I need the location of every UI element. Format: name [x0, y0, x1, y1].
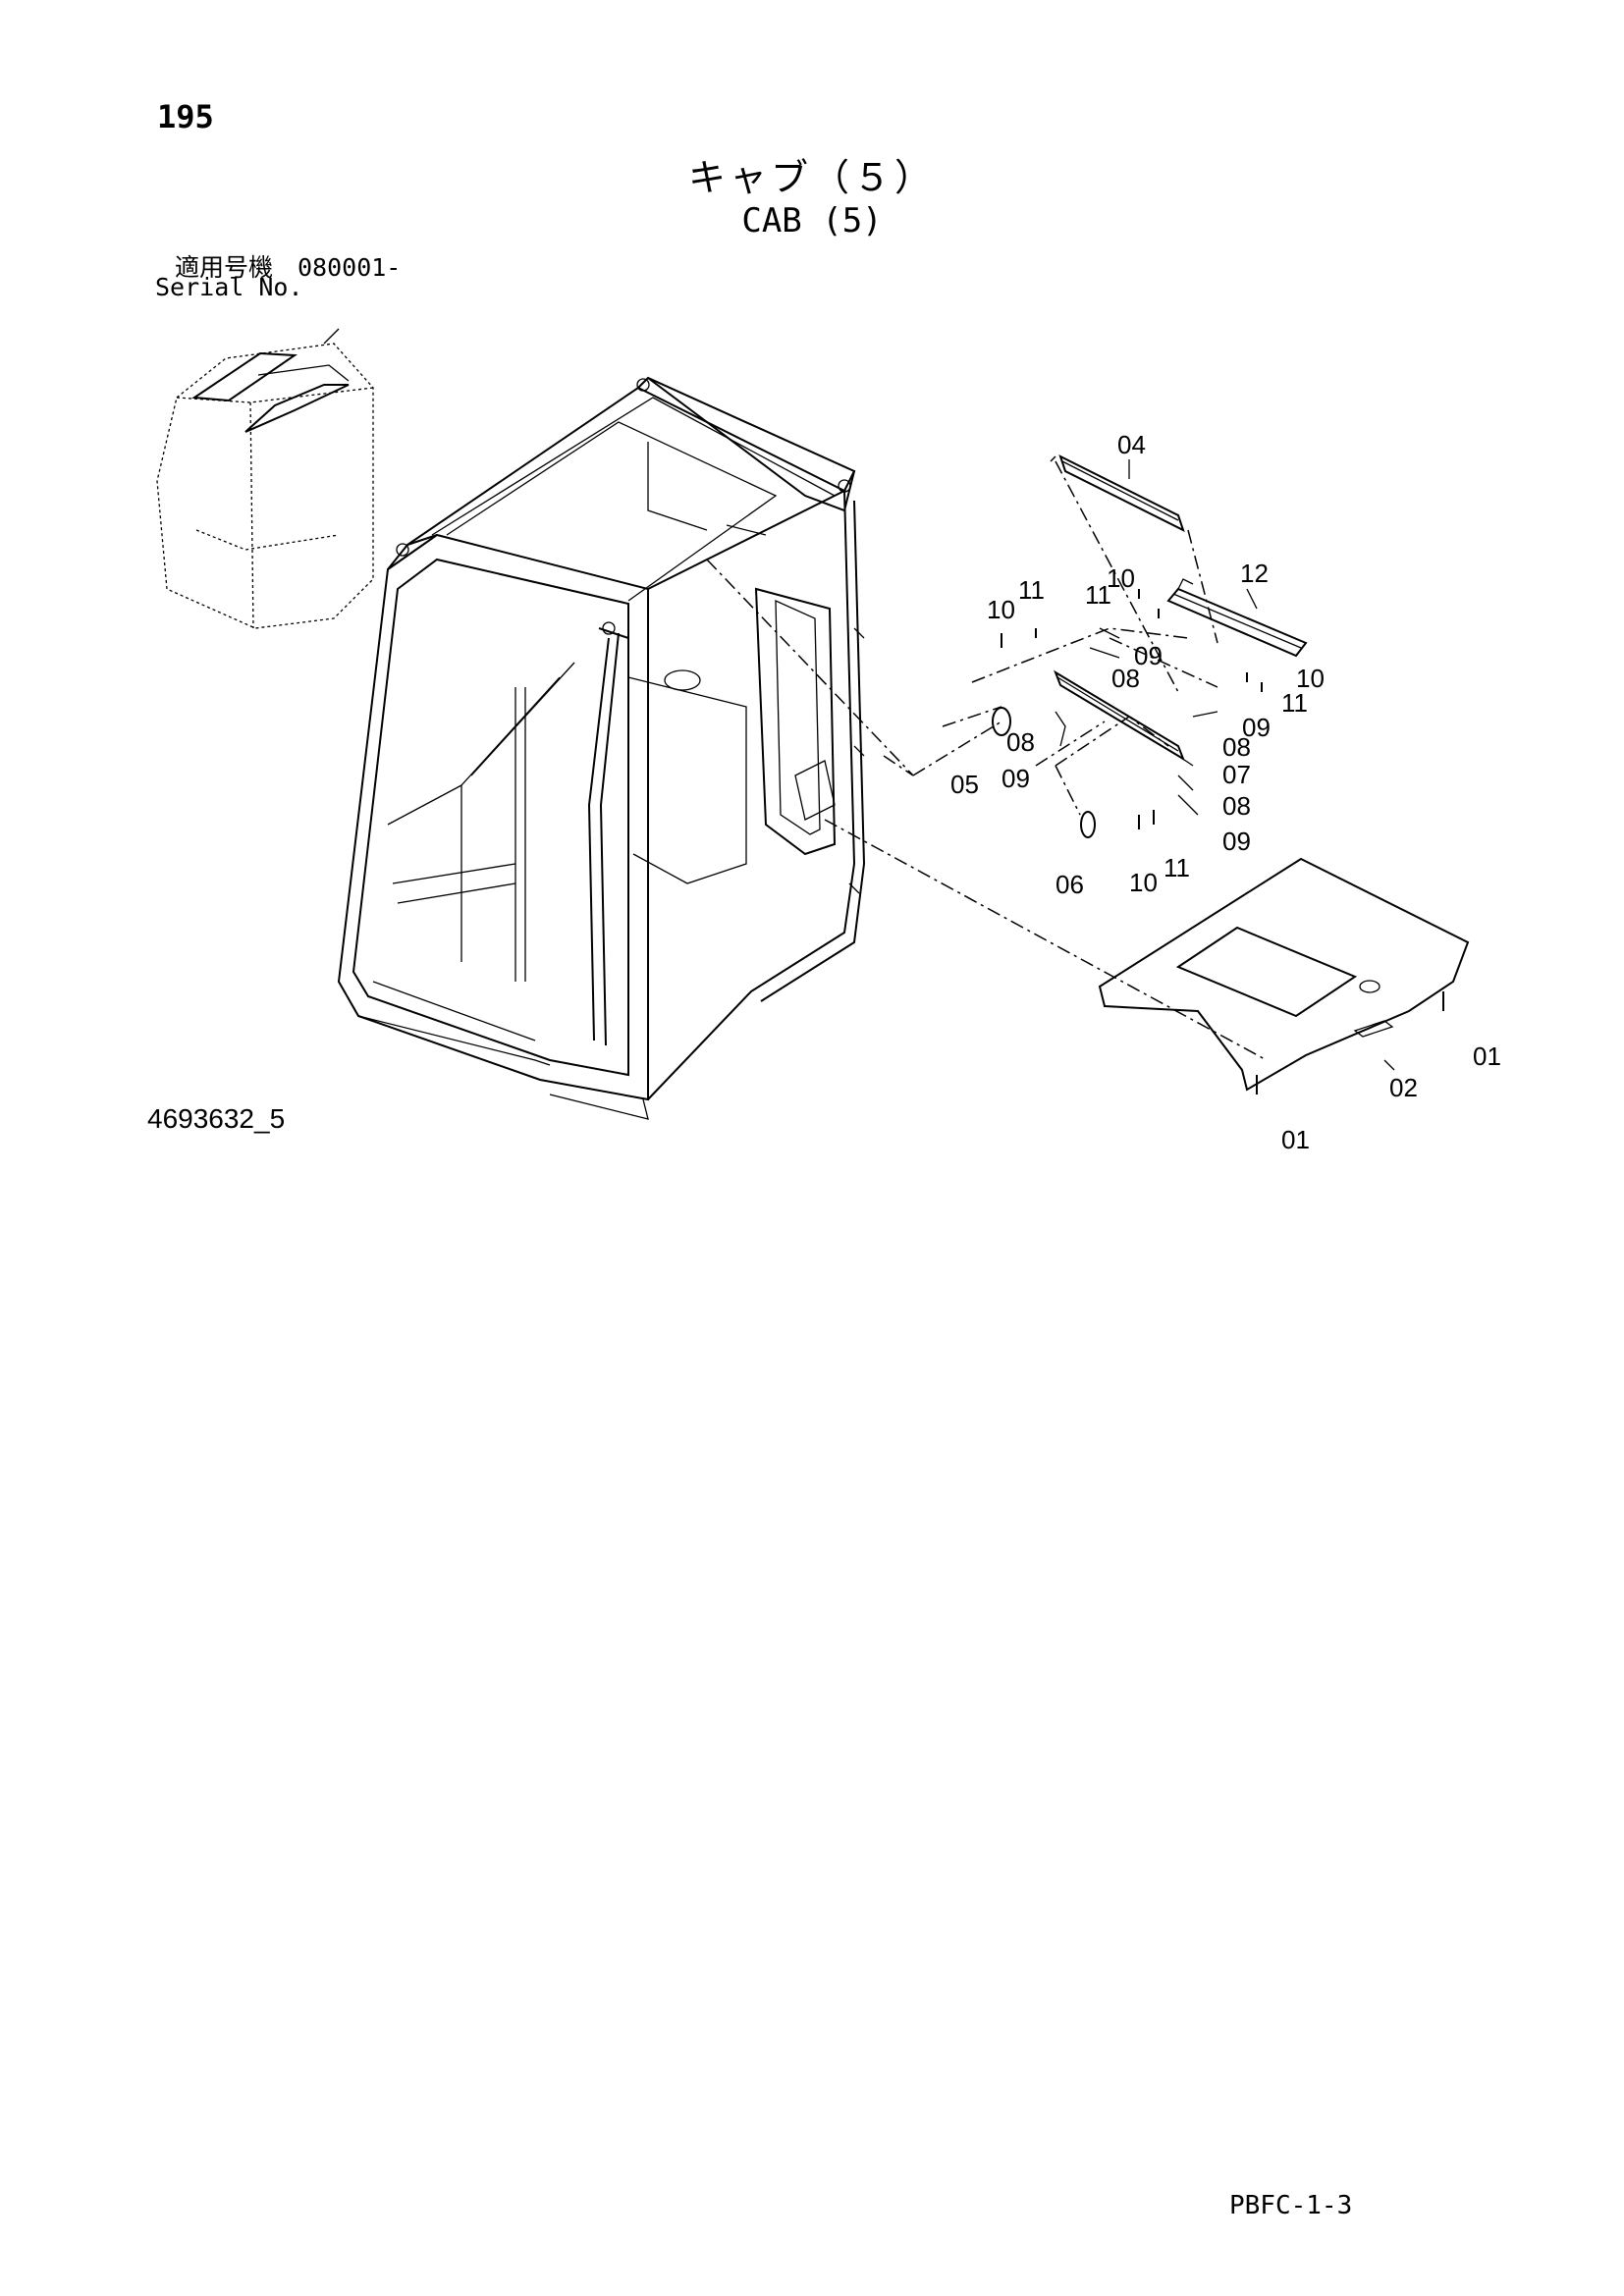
part-12-bracket — [1166, 578, 1308, 658]
cab-overview-thumbnail — [156, 328, 374, 629]
callout-10: 10 — [1296, 664, 1325, 693]
callout-01: 01 — [1281, 1125, 1310, 1154]
callout-09: 09 — [1134, 641, 1163, 670]
callout-01: 01 — [1473, 1041, 1501, 1071]
serial-applicability-label: 適用号機 080001- — [175, 253, 402, 282]
footer-code: PBFC-1-3 — [1229, 2191, 1353, 2220]
callout-08: 08 — [1006, 727, 1035, 757]
part-02-floor-plate — [1098, 857, 1470, 1092]
callout-11: 11 — [1085, 580, 1111, 610]
page-number: 195 — [157, 98, 214, 135]
callout-11: 11 — [1018, 575, 1045, 605]
part-05-clip — [992, 707, 1011, 736]
callout-06: 06 — [1056, 870, 1084, 899]
callout-leaders — [1055, 459, 1395, 1071]
callout-09: 09 — [1222, 827, 1251, 856]
page-title-japanese: キャブ（５） — [687, 156, 936, 199]
callout-07: 07 — [1222, 760, 1251, 789]
callout-10: 10 — [987, 595, 1015, 624]
part-06-clip — [1080, 811, 1096, 838]
part-04-rail — [1058, 454, 1185, 532]
callout-05: 05 — [950, 770, 979, 799]
callout-09: 09 — [1001, 764, 1030, 793]
page-title-english: CAB (5) — [741, 201, 883, 240]
callout-08: 08 — [1111, 664, 1140, 693]
drawing-number: 4693632_5 — [147, 1103, 286, 1134]
callout-02: 02 — [1389, 1073, 1418, 1102]
callout-04: 04 — [1117, 430, 1146, 459]
callout-09: 09 — [1242, 713, 1271, 742]
leader-lines — [706, 455, 1268, 1061]
callout-12: 12 — [1240, 559, 1269, 588]
fastener-pins — [1001, 589, 1444, 1095]
callout-11: 11 — [1164, 853, 1190, 882]
callout-labels: 04 12 10 11 11 10 09 08 10 11 08 09 05 0… — [950, 430, 1501, 1154]
callout-11: 11 — [1281, 688, 1308, 718]
serial-number-label: Serial No. — [155, 273, 303, 301]
cab-frame — [337, 376, 866, 1120]
callout-08: 08 — [1222, 732, 1251, 762]
callout-10: 10 — [1107, 563, 1135, 593]
callout-10: 10 — [1129, 868, 1158, 897]
callout-08: 08 — [1222, 791, 1251, 821]
